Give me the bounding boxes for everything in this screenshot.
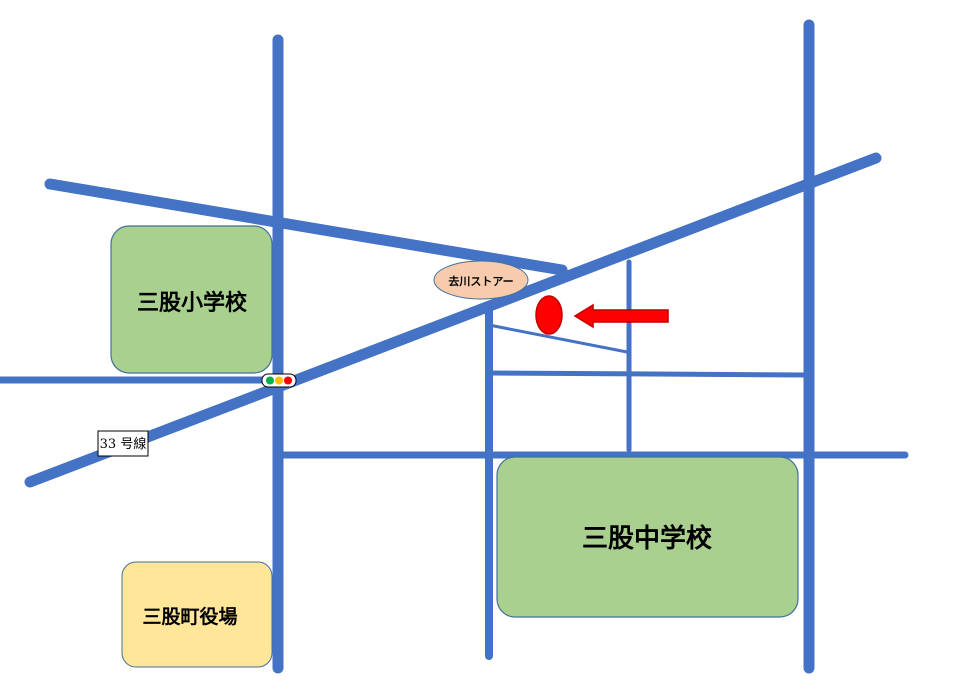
junior-high-school: 三股中学校	[496, 456, 799, 618]
destination-marker-icon	[535, 295, 563, 335]
elementary-school-label: 三股小学校	[137, 290, 248, 316]
route-33-label: 33 号線	[97, 430, 149, 457]
pointer-arrow-icon	[573, 303, 669, 329]
road-diagonal-north	[44, 178, 568, 276]
route-33-diagonal	[24, 152, 882, 488]
elementary-school-area	[110, 225, 273, 374]
road-minor-horizontal	[486, 370, 808, 378]
traffic-light-icon	[261, 373, 297, 388]
store-shape	[433, 260, 529, 300]
town-office-area	[121, 561, 273, 668]
major-roads	[0, 19, 909, 674]
store: 去川ストアー	[433, 260, 529, 300]
route-label-text: 33 号線	[100, 436, 147, 452]
traffic-light-lamp-red	[284, 376, 292, 385]
elementary-school: 三股小学校	[110, 225, 273, 374]
road-minor-slanted	[487, 323, 629, 354]
traffic-light-lamp-yellow	[275, 376, 283, 385]
junior-high-school-area	[496, 456, 799, 618]
store-label: 去川ストアー	[448, 274, 513, 288]
minor-roads	[485, 259, 808, 660]
town-office: 三股町役場	[121, 561, 273, 668]
route-label-box	[97, 430, 149, 457]
town-office-label: 三股町役場	[142, 605, 237, 628]
junior-high-school-label: 三股中学校	[582, 523, 713, 554]
traffic-light-lamp-green	[266, 376, 274, 385]
